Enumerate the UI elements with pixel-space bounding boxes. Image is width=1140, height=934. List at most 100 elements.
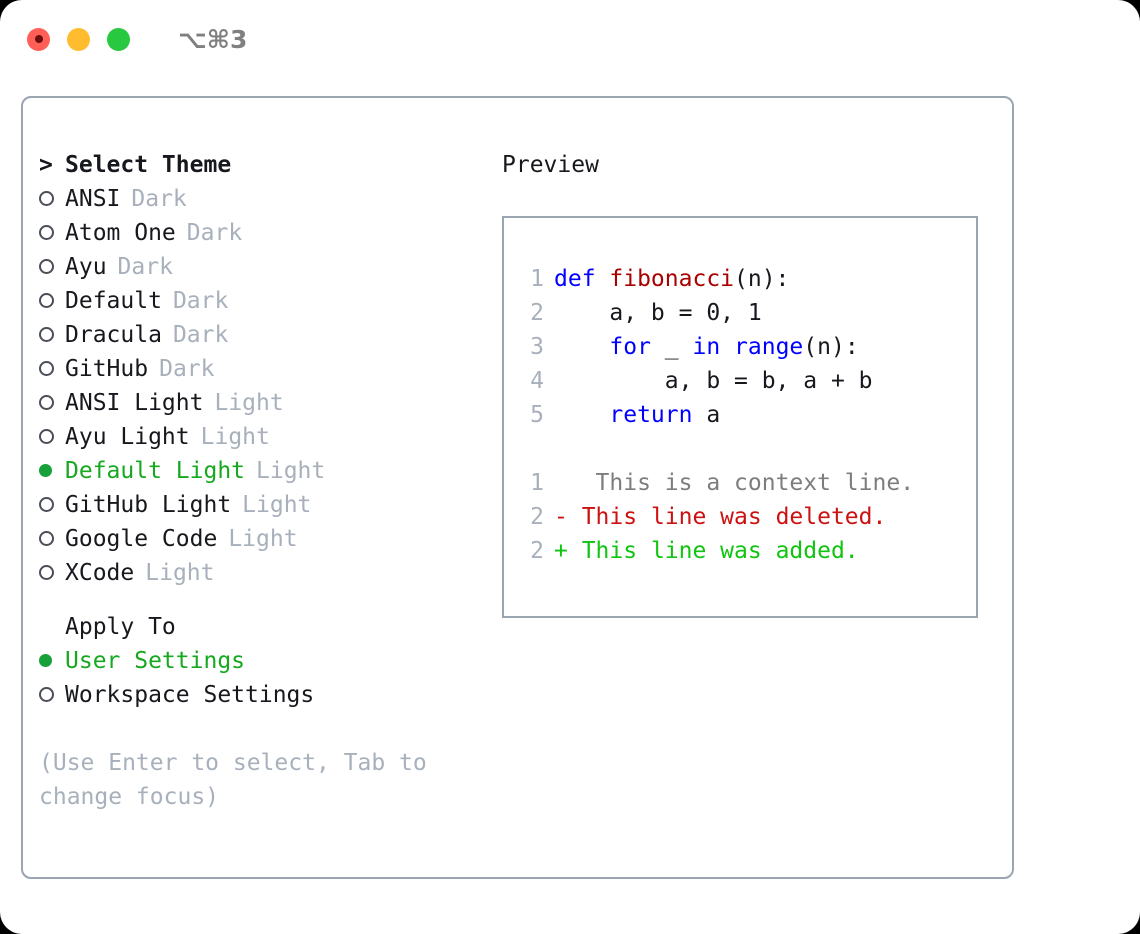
radio-unselected-icon[interactable] (39, 216, 65, 250)
radio-unselected-icon[interactable] (39, 386, 65, 420)
code-blank-line (518, 432, 914, 466)
code-token: a, b = 0, 1 (554, 300, 762, 326)
radio-glyph (39, 463, 52, 477)
code-line-text: return a (554, 398, 720, 432)
theme-item-name: GitHub (65, 356, 149, 382)
theme-item-name: Default (65, 288, 162, 314)
theme-item-category: Light (228, 526, 298, 552)
radio-unselected-icon[interactable] (39, 556, 65, 590)
theme-item-name: ANSI Light (65, 390, 204, 416)
apply-to-heading: Apply To (39, 610, 479, 644)
theme-item-name: ANSI (65, 186, 121, 212)
code-token (720, 334, 734, 360)
preview-box: 1 def fibonacci (n): 2 a, b = 0, 1 3 for _ i… (502, 216, 978, 618)
theme-item-category: Light (200, 424, 270, 450)
radio-unselected-icon[interactable] (39, 352, 65, 386)
apply-to-heading-label: Apply To (65, 614, 176, 640)
theme-item-category: Dark (172, 322, 229, 348)
radio-unselected-icon[interactable] (39, 250, 65, 284)
theme-item-name: Default Light (65, 458, 246, 484)
code-line: 3 for _ in range(n): (518, 330, 914, 364)
theme-list-item[interactable]: ANSI Light Light (39, 386, 479, 420)
code-token: a, b = b, a + b (554, 368, 873, 394)
radio-glyph (39, 360, 54, 376)
diff-line-text: - This line was deleted. (554, 500, 886, 534)
radio-glyph (39, 258, 54, 274)
code-line-number: 4 (530, 368, 544, 394)
code-line-number: 2 (530, 300, 544, 326)
code-token: for (609, 334, 651, 360)
theme-list-item[interactable]: Atom One Dark (39, 216, 479, 250)
theme-item-category: Dark (131, 186, 187, 212)
diff-line-number: 1 (530, 470, 544, 496)
radio-unselected-icon[interactable] (39, 284, 65, 318)
traffic-light-group (27, 27, 130, 51)
diff-line-number: 2 (530, 538, 544, 564)
diff-marker: - (554, 504, 568, 530)
radio-selected-icon[interactable] (39, 454, 65, 488)
theme-list-item[interactable]: ANSI Dark (39, 182, 479, 216)
code-token: def (554, 266, 610, 292)
radio-glyph (39, 190, 54, 206)
maximize-button[interactable] (107, 27, 130, 51)
diff-line: 2+ This line was added. (518, 534, 914, 568)
theme-list-item[interactable]: Ayu Light Light (39, 420, 479, 454)
theme-picker-heading: > Select Theme (39, 148, 479, 182)
diff-marker (554, 470, 568, 496)
radio-glyph (39, 496, 54, 512)
theme-item-name: Atom One (65, 220, 176, 246)
code-line-text: a, b = 0, 1 (554, 296, 762, 330)
diff-line: 2- This line was deleted. (518, 500, 914, 534)
code-sample: 1 def fibonacci (n): 2 a, b = 0, 1 3 for _ i… (518, 262, 914, 568)
code-line: 4 a, b = b, a + b (518, 364, 914, 398)
theme-list-item[interactable]: Ayu Dark (39, 250, 479, 284)
code-token: (n): (803, 334, 859, 360)
theme-item-category: Dark (117, 254, 173, 280)
radio-unselected-icon[interactable] (39, 318, 65, 352)
code-line-number: 1 (530, 266, 544, 292)
radio-glyph (39, 326, 54, 342)
theme-item-name: Ayu (65, 254, 107, 280)
radio-selected-icon[interactable] (39, 644, 65, 678)
radio-unselected-icon[interactable] (39, 182, 65, 216)
apply-to-item[interactable]: Workspace Settings (39, 678, 479, 712)
diff-line-text: This is a context line. (554, 466, 915, 500)
theme-picker-heading-label: Select Theme (65, 152, 232, 178)
code-token: range (734, 334, 804, 360)
theme-item-category: Dark (172, 288, 229, 314)
radio-unselected-icon[interactable] (39, 420, 65, 454)
code-line: 5 return a (518, 398, 914, 432)
code-token (554, 334, 609, 360)
diff-marker: + (554, 538, 568, 564)
radio-unselected-icon[interactable] (39, 488, 65, 522)
theme-list-item[interactable]: Default Dark (39, 284, 479, 318)
radio-glyph (39, 653, 52, 667)
radio-glyph (39, 686, 54, 702)
theme-item-category: Light (214, 390, 284, 416)
radio-unselected-icon[interactable] (39, 678, 65, 712)
apply-to-item[interactable]: User Settings (39, 644, 479, 678)
theme-item-category: Dark (186, 220, 243, 246)
code-line-text: a, b = b, a + b (554, 364, 873, 398)
code-token: fibonacci (609, 266, 735, 292)
radio-unselected-icon[interactable] (39, 522, 65, 556)
prompt-caret-icon: > (39, 152, 53, 178)
code-token: a (692, 402, 721, 428)
radio-glyph (39, 428, 54, 444)
theme-item-name: Ayu Light (65, 424, 190, 450)
preview-label: Preview (502, 152, 599, 178)
diff-line-body: This is a context line. (567, 470, 915, 496)
minimize-button[interactable] (67, 27, 90, 51)
code-line-number: 3 (530, 334, 544, 360)
close-button[interactable] (27, 27, 50, 51)
